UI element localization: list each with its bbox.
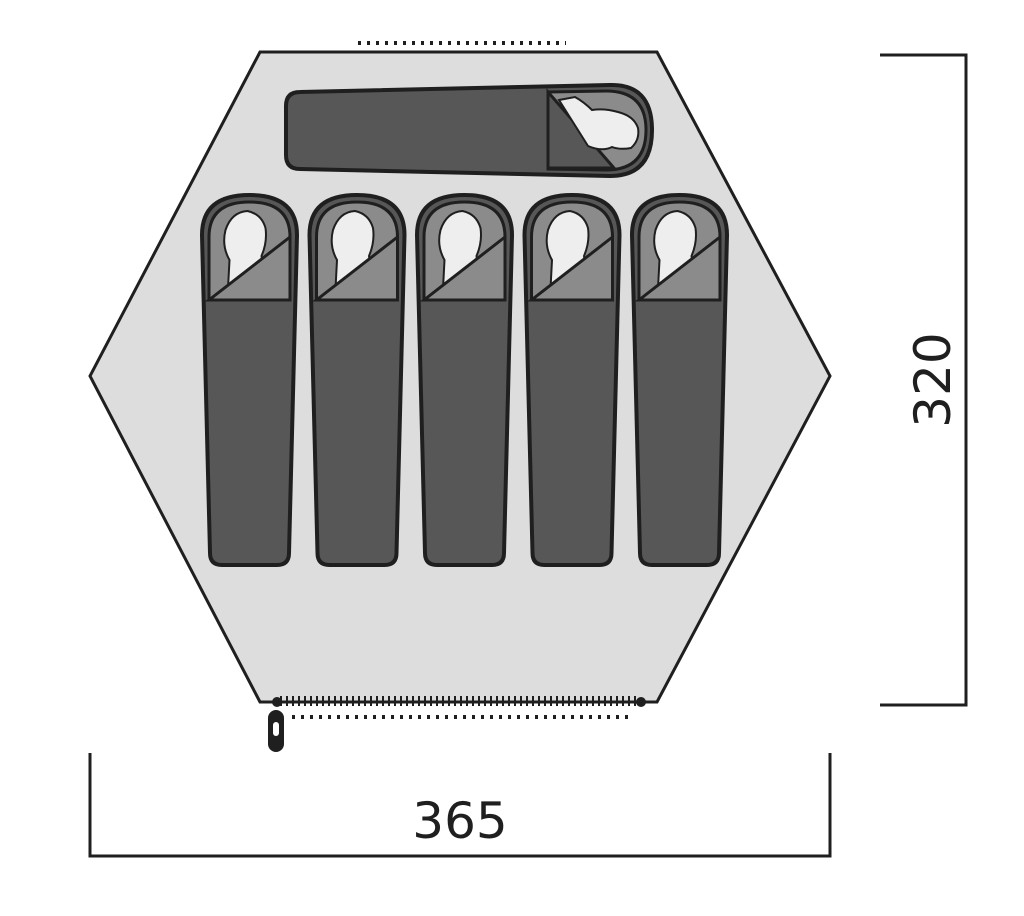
sleeping-bag: [414, 192, 515, 567]
bag-flap: [634, 233, 722, 302]
sleeping-bags-row: [199, 192, 730, 567]
depth-dimension: 320: [880, 53, 968, 707]
bag-flap: [419, 233, 507, 302]
width-dimension-label: 365: [412, 792, 507, 850]
sleeping-bag: [629, 192, 730, 567]
sleeping-bag: [307, 192, 407, 567]
head-icon: [557, 95, 640, 151]
zipper-pull-icon: [268, 710, 284, 752]
width-dimension: 365: [88, 753, 832, 858]
depth-dimension-label: 320: [904, 332, 962, 427]
sleeping-bag-top: [284, 82, 655, 179]
sleeping-bag: [199, 192, 300, 567]
bag-flap: [312, 233, 399, 302]
bag-flap: [527, 233, 614, 302]
door-zipper: [268, 696, 646, 752]
bag-flap: [204, 233, 292, 302]
sleeping-bag: [522, 192, 622, 567]
